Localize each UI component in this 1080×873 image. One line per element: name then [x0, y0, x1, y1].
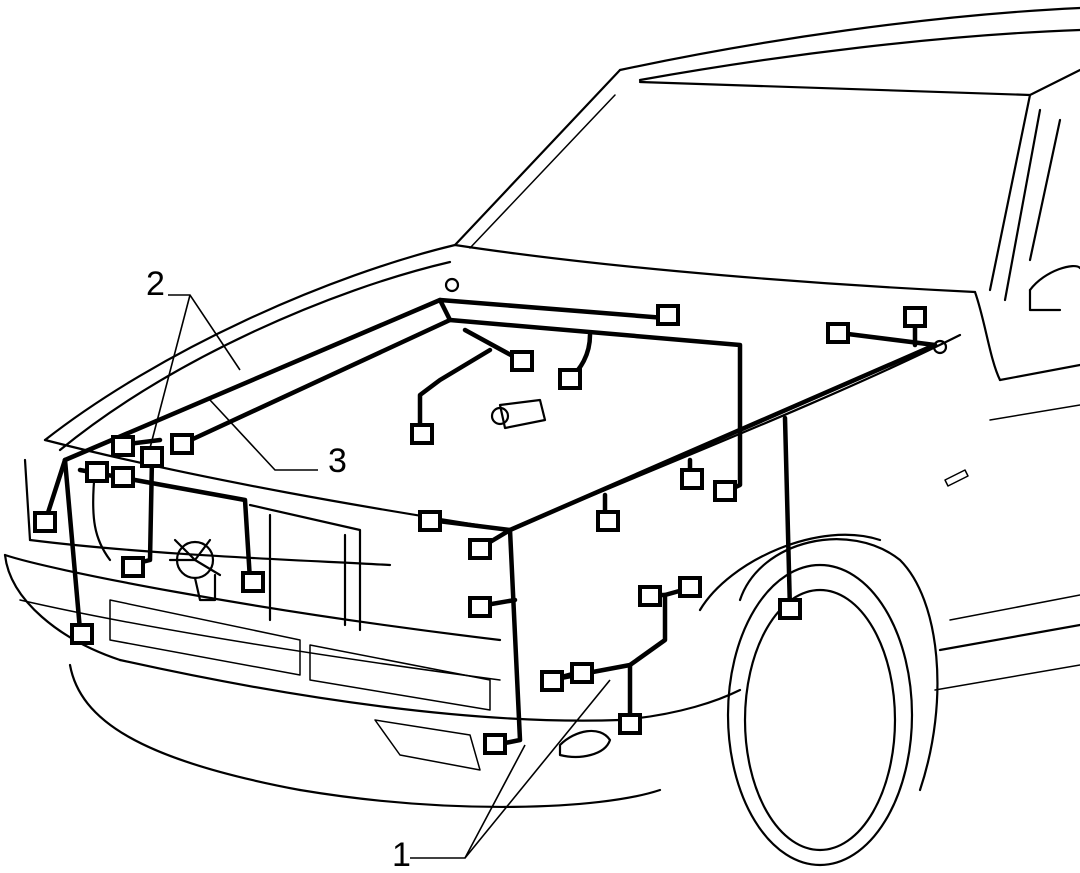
connector — [510, 350, 534, 372]
connector — [85, 461, 109, 483]
connector — [680, 468, 704, 490]
connector — [483, 733, 507, 755]
connector — [778, 598, 802, 620]
connector — [713, 480, 737, 502]
connector — [468, 538, 492, 560]
connector — [170, 433, 194, 455]
connector — [241, 571, 265, 593]
callout-leaders — [149, 294, 611, 859]
connector — [121, 556, 145, 578]
connector — [418, 510, 442, 532]
front-wheel — [698, 533, 939, 867]
car-body — [3, 6, 1080, 867]
callout-label-3: 3 — [328, 442, 347, 480]
connector — [638, 585, 662, 607]
grommet — [932, 339, 948, 355]
connector — [826, 322, 850, 344]
connector — [903, 306, 927, 328]
connector — [33, 511, 57, 533]
connector — [540, 670, 564, 692]
connector — [111, 435, 135, 457]
connector — [111, 466, 135, 488]
connector — [618, 713, 642, 735]
harness-connectors — [33, 277, 948, 755]
callout-label-2: 2 — [146, 265, 165, 303]
connector — [140, 446, 164, 468]
radiator-fan — [168, 538, 222, 602]
connector — [410, 423, 434, 445]
connector — [70, 623, 94, 645]
grommet — [444, 277, 460, 293]
connector — [570, 662, 594, 684]
connector — [596, 510, 620, 532]
connector — [656, 304, 680, 326]
callout-label-1: 1 — [392, 836, 411, 873]
connector — [468, 596, 492, 618]
connector — [678, 576, 702, 598]
connector — [558, 368, 582, 390]
